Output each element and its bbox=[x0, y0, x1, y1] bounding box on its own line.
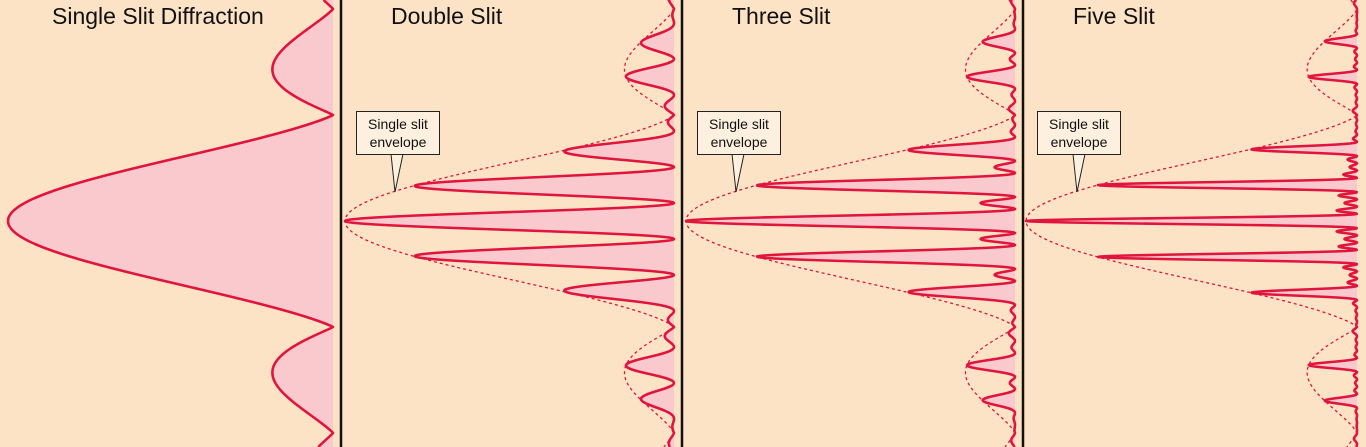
envelope-callout-three: Single slit envelope bbox=[697, 111, 781, 155]
callout-pointer bbox=[1072, 153, 1086, 193]
callout-pointer bbox=[390, 153, 404, 193]
single-slit-envelope-curve bbox=[344, 0, 675, 447]
callout-line-1: Single slit bbox=[709, 116, 769, 132]
callout-line-2: envelope bbox=[710, 134, 768, 150]
envelope-callout-five: Single slit envelope bbox=[1037, 111, 1121, 155]
intensity-fill bbox=[686, 0, 1015, 447]
callout-pointer bbox=[731, 153, 745, 193]
callout-line-1: Single slit bbox=[1049, 116, 1109, 132]
single-slit-envelope-curve bbox=[685, 0, 1016, 447]
single-slit-envelope-curve bbox=[1025, 0, 1358, 447]
callout-line-1: Single slit bbox=[368, 116, 428, 132]
intensity-curve bbox=[343, 0, 676, 447]
panel-title-three-slit: Three Slit bbox=[732, 3, 831, 29]
panel-title-single-slit: Single Slit Diffraction bbox=[52, 3, 264, 29]
intensity-curve bbox=[684, 0, 1017, 447]
intensity-fill bbox=[8, 0, 333, 447]
intensity-curve bbox=[6, 0, 335, 447]
intensity-curve bbox=[1024, 0, 1359, 447]
intensity-fill bbox=[345, 0, 674, 447]
callout-line-2: envelope bbox=[369, 134, 427, 150]
panel-title-five-slit: Five Slit bbox=[1073, 3, 1155, 29]
callout-line-2: envelope bbox=[1050, 134, 1108, 150]
panel-title-double-slit: Double Slit bbox=[391, 3, 503, 29]
envelope-callout-double: Single slit envelope bbox=[356, 111, 440, 155]
